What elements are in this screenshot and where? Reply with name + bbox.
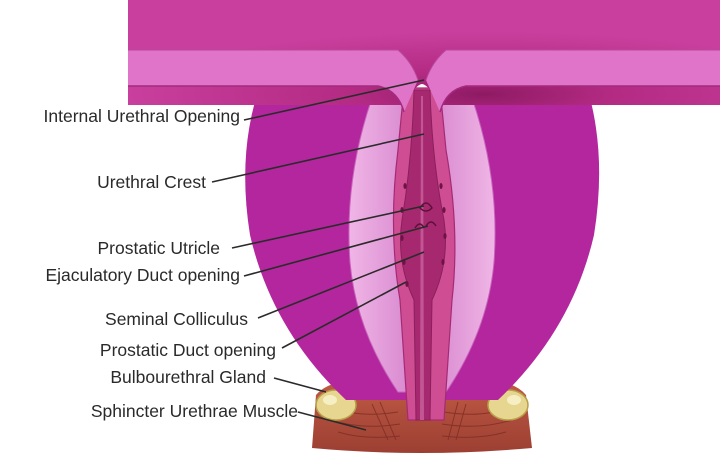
label-sphincter-urethrae-muscle: Sphincter Urethrae Muscle [90, 401, 298, 421]
label-ejaculatory-duct-opening: Ejaculatory Duct opening [45, 265, 240, 285]
leader-sphincter-urethrae-muscle [297, 411, 367, 431]
label-bulbourethral-gland: Bulbourethral Gland [110, 367, 266, 387]
urethral-crest-ridge [420, 96, 424, 420]
leader-prostatic-utricle [231, 205, 425, 249]
leader-lines [211, 79, 429, 431]
label-seminal-colliculus: Seminal Colliculus [105, 309, 248, 329]
label-internal-urethral-opening: Internal Urethral Opening [43, 106, 241, 126]
leader-seminal-colliculus [257, 251, 425, 319]
leader-ejaculatory-duct-opening [243, 225, 429, 277]
label-prostatic-duct-opening: Prostatic Duct opening [99, 340, 276, 360]
prostatic-duct-openings [400, 183, 447, 287]
leader-prostatic-duct-opening [281, 281, 407, 349]
leader-internal-urethral-opening [243, 79, 425, 121]
label-prostatic-utricle: Prostatic Utricle [97, 238, 220, 258]
leader-bulbourethral-gland [273, 377, 327, 393]
label-urethral-crest: Urethral Crest [97, 172, 206, 192]
leader-urethral-crest [211, 133, 425, 183]
prostate-inner-left [348, 97, 409, 393]
bladder-shape [128, 0, 720, 113]
